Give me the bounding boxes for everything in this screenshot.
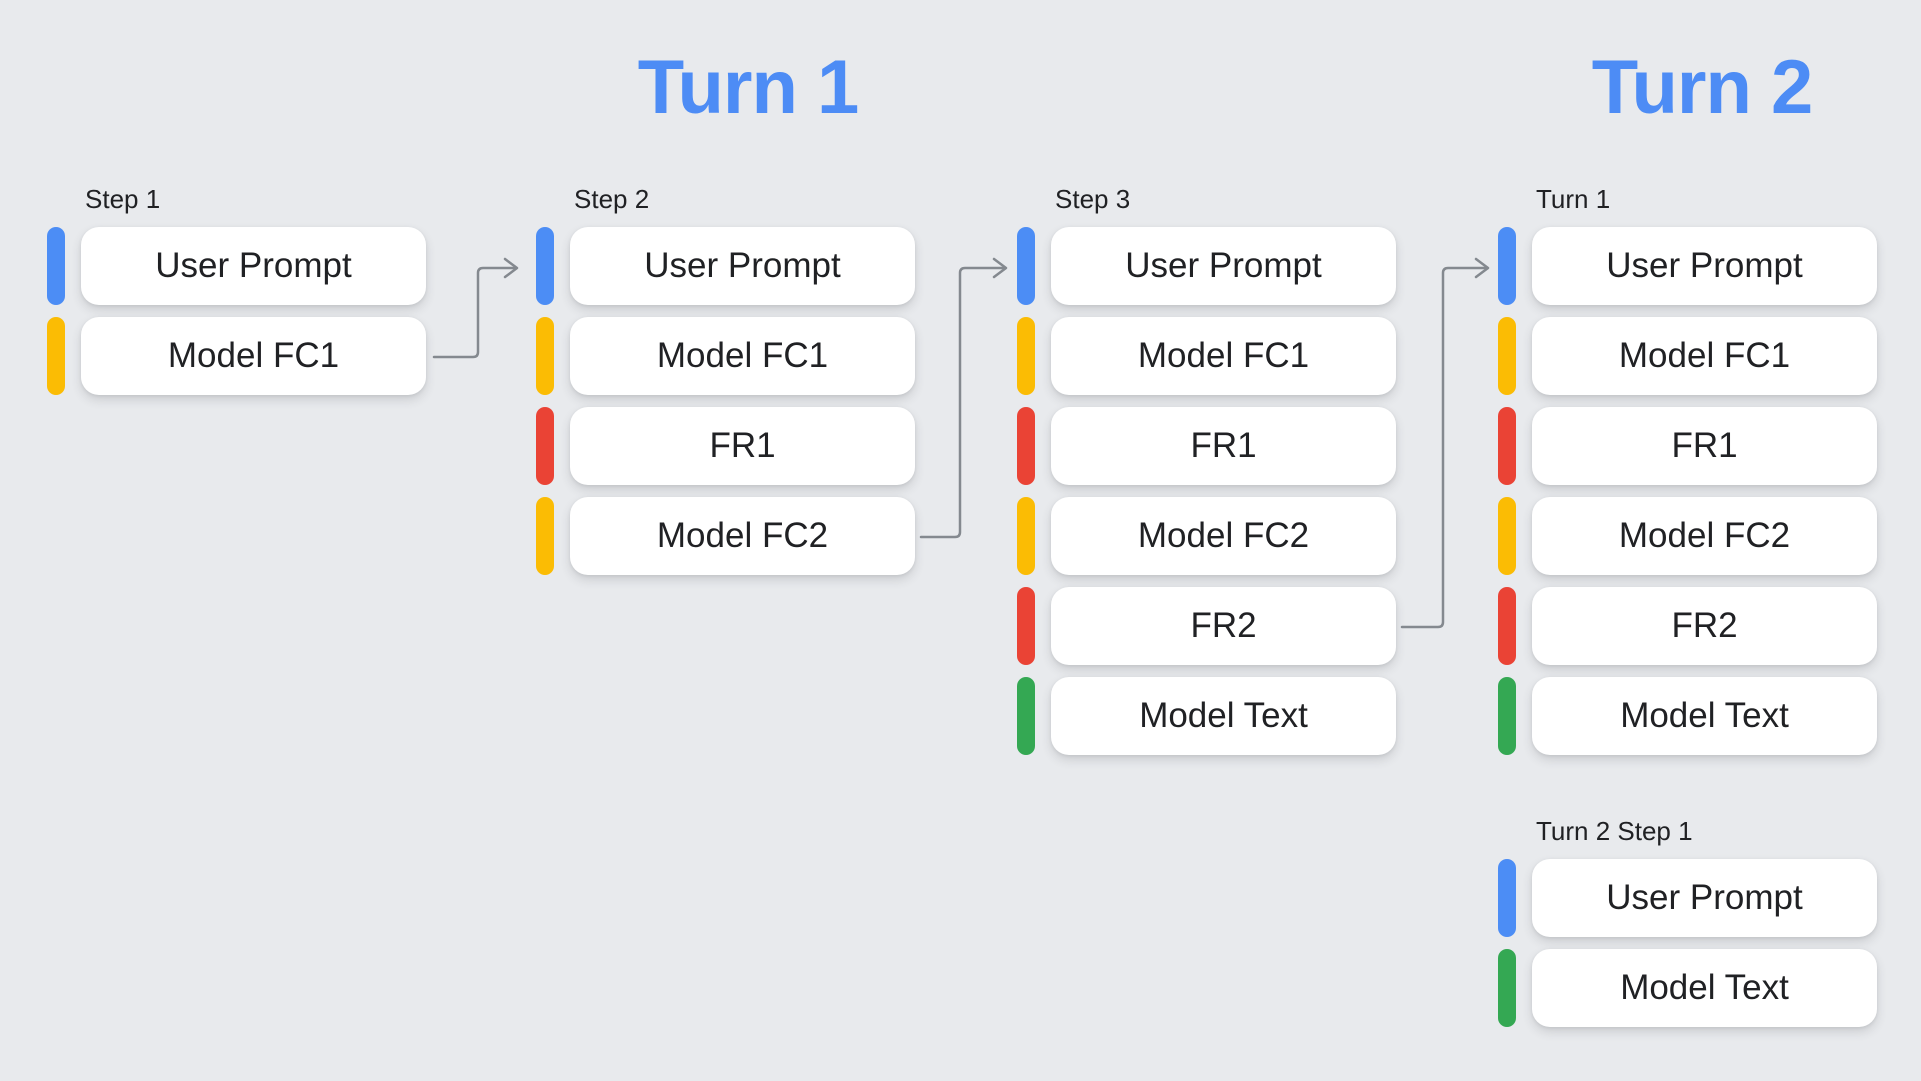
function-response-color-bar bbox=[1498, 587, 1516, 665]
turn-1-title: Turn 1 bbox=[637, 45, 860, 130]
node-box: Model FC1 bbox=[570, 317, 915, 395]
arrow-step2-fc2-to-step3-prompt bbox=[919, 257, 1008, 539]
node-user-prompt: User Prompt bbox=[47, 227, 426, 305]
column-label: Step 2 bbox=[574, 184, 650, 214]
column-step-3: Step 3 User Prompt Model FC1 FR1 Model F… bbox=[1017, 186, 1396, 767]
arrow-line bbox=[432, 266, 517, 359]
node-model-fc1: Model FC1 bbox=[1017, 317, 1396, 395]
column-step-1: Step 1 User Prompt Model FC1 bbox=[47, 186, 426, 407]
node-model-text: Model Text bbox=[1498, 677, 1877, 755]
model-fc-color-bar bbox=[1017, 497, 1035, 575]
node-box: Model Text bbox=[1532, 949, 1877, 1027]
function-response-color-bar bbox=[1017, 587, 1035, 665]
user-prompt-color-bar bbox=[536, 227, 554, 305]
node-model-text: Model Text bbox=[1498, 949, 1877, 1027]
arrow-line bbox=[1400, 266, 1488, 629]
column-turn-1-history: Turn 1 User Prompt Model FC1 FR1 Model F… bbox=[1498, 186, 1877, 767]
user-prompt-color-bar bbox=[1498, 859, 1516, 937]
model-text-color-bar bbox=[1017, 677, 1035, 755]
model-fc-color-bar bbox=[1017, 317, 1035, 395]
user-prompt-color-bar bbox=[1017, 227, 1035, 305]
function-response-color-bar bbox=[536, 407, 554, 485]
node-box: FR2 bbox=[1051, 587, 1396, 665]
node-fr2: FR2 bbox=[1017, 587, 1396, 665]
model-fc-color-bar bbox=[536, 497, 554, 575]
node-fr2: FR2 bbox=[1498, 587, 1877, 665]
node-box: FR1 bbox=[1532, 407, 1877, 485]
node-user-prompt: User Prompt bbox=[1017, 227, 1396, 305]
model-fc-color-bar bbox=[1498, 497, 1516, 575]
node-box: Model FC1 bbox=[1051, 317, 1396, 395]
node-box: Model FC2 bbox=[1051, 497, 1396, 575]
user-prompt-color-bar bbox=[47, 227, 65, 305]
column-label: Turn 1 bbox=[1536, 184, 1611, 214]
node-box: User Prompt bbox=[81, 227, 426, 305]
user-prompt-color-bar bbox=[1498, 227, 1516, 305]
node-box: Model FC2 bbox=[1532, 497, 1877, 575]
column-step-2: Step 2 User Prompt Model FC1 FR1 Model F… bbox=[536, 186, 915, 587]
node-fr1: FR1 bbox=[536, 407, 915, 485]
function-response-color-bar bbox=[1017, 407, 1035, 485]
arrow-step3-fr2-to-turn1-prompt bbox=[1400, 257, 1490, 629]
node-user-prompt: User Prompt bbox=[1498, 859, 1877, 937]
node-box: User Prompt bbox=[1532, 859, 1877, 937]
node-box: Model Text bbox=[1051, 677, 1396, 755]
arrow-head-icon bbox=[992, 257, 1008, 279]
turn-2-title: Turn 2 bbox=[1591, 45, 1814, 130]
node-model-text: Model Text bbox=[1017, 677, 1396, 755]
model-text-color-bar bbox=[1498, 677, 1516, 755]
node-fr1: FR1 bbox=[1498, 407, 1877, 485]
column-label: Step 1 bbox=[85, 184, 161, 214]
node-box: Model FC2 bbox=[570, 497, 915, 575]
node-model-fc1: Model FC1 bbox=[47, 317, 426, 395]
column-label: Step 3 bbox=[1055, 184, 1131, 214]
node-fr1: FR1 bbox=[1017, 407, 1396, 485]
node-box: Model Text bbox=[1532, 677, 1877, 755]
function-response-color-bar bbox=[1498, 407, 1516, 485]
node-user-prompt: User Prompt bbox=[536, 227, 915, 305]
node-model-fc1: Model FC1 bbox=[536, 317, 915, 395]
node-box: FR1 bbox=[570, 407, 915, 485]
node-model-fc2: Model FC2 bbox=[1017, 497, 1396, 575]
arrow-head-icon bbox=[1474, 257, 1490, 279]
node-box: FR1 bbox=[1051, 407, 1396, 485]
arrow-head-icon bbox=[503, 257, 519, 279]
node-box: User Prompt bbox=[570, 227, 915, 305]
model-fc-color-bar bbox=[536, 317, 554, 395]
arrow-line bbox=[919, 266, 1006, 539]
column-turn-2-step-1: Turn 2 Step 1 User Prompt Model Text bbox=[1498, 818, 1877, 1039]
model-text-color-bar bbox=[1498, 949, 1516, 1027]
node-user-prompt: User Prompt bbox=[1498, 227, 1877, 305]
node-box: User Prompt bbox=[1051, 227, 1396, 305]
arrow-step1-fc1-to-step2-prompt bbox=[432, 257, 519, 359]
node-model-fc2: Model FC2 bbox=[1498, 497, 1877, 575]
node-box: FR2 bbox=[1532, 587, 1877, 665]
node-box: Model FC1 bbox=[81, 317, 426, 395]
node-model-fc2: Model FC2 bbox=[536, 497, 915, 575]
node-box: Model FC1 bbox=[1532, 317, 1877, 395]
node-model-fc1: Model FC1 bbox=[1498, 317, 1877, 395]
column-label: Turn 2 Step 1 bbox=[1536, 816, 1693, 846]
model-fc-color-bar bbox=[47, 317, 65, 395]
node-box: User Prompt bbox=[1532, 227, 1877, 305]
model-fc-color-bar bbox=[1498, 317, 1516, 395]
